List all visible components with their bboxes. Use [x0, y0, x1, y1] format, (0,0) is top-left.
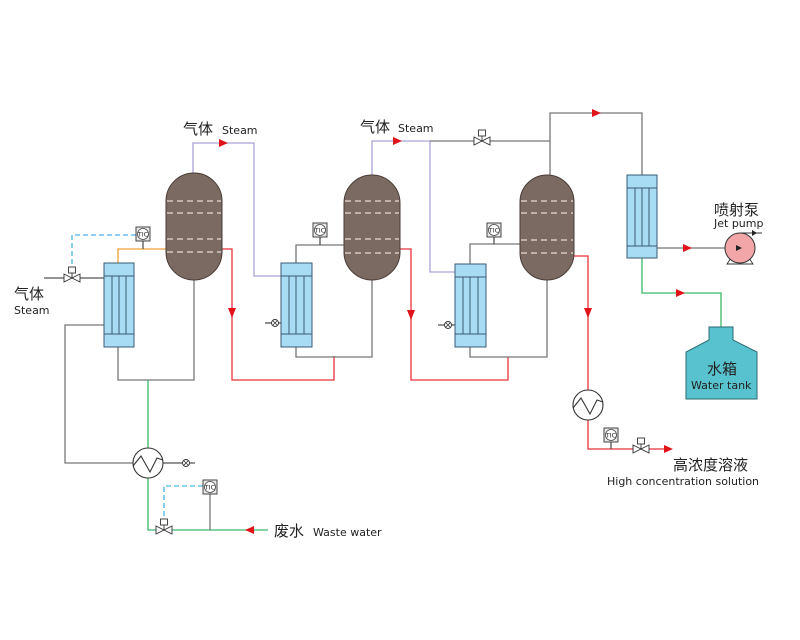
arrow-liquid-1	[228, 308, 236, 318]
waste-water-line	[147, 478, 268, 531]
liquid-line-1	[222, 248, 335, 381]
arrow-waste-water	[245, 526, 254, 534]
water-tank-label-en: Water tank	[691, 379, 752, 392]
arrow-liquid-3	[584, 308, 592, 318]
evaporator-1[interactable]	[165, 172, 223, 281]
jet-pump-label-en: Jet pump	[713, 217, 763, 230]
product-label-en: High concentration solution	[607, 475, 759, 488]
tic-label: TIC	[605, 431, 617, 439]
water-tank-label-cn: 水箱	[707, 360, 737, 378]
steam-outlet-1-label-en: Steam	[222, 124, 258, 137]
product-cooler-exchanger[interactable]	[572, 389, 604, 421]
arrow-water-tank	[676, 289, 685, 297]
process-lines	[44, 112, 740, 531]
hx3-tank3-line	[469, 243, 520, 264]
steam-inlet-label-cn: 气体	[14, 285, 44, 303]
evaporator-3[interactable]	[519, 174, 575, 281]
arrow-liquid-2	[407, 310, 415, 320]
tic-label: TIC	[204, 483, 216, 491]
heat-exchanger-2[interactable]	[280, 262, 313, 348]
drain-valve-icon[interactable]	[271, 319, 279, 327]
waste-water-label-cn: 废水	[274, 522, 304, 540]
hx3-tank3-return-line	[469, 280, 548, 358]
jet-pump[interactable]	[724, 230, 762, 265]
waste-water-label-en: Waste water	[313, 526, 382, 539]
control-valve-waste[interactable]	[155, 518, 173, 535]
control-valve-product[interactable]	[632, 437, 650, 454]
arrow-steam-1	[219, 139, 228, 147]
evaporator-2[interactable]	[343, 174, 401, 281]
steam-line-1	[192, 142, 281, 277]
steam-outlet-2-label-cn: 气体	[360, 118, 390, 136]
water-tank[interactable]	[685, 326, 758, 400]
arrow-vapour	[592, 109, 601, 117]
tic-label: TIC	[488, 226, 500, 234]
temperature-controller-2[interactable]: TIC	[312, 222, 328, 238]
drain-valve-icon[interactable]	[444, 321, 452, 329]
left-loop-line	[64, 324, 133, 464]
temperature-controller-1[interactable]: TIC	[135, 226, 151, 242]
liquid-line-2	[400, 248, 509, 381]
tic-label: TIC	[314, 226, 326, 234]
product-label-cn: 高浓度溶液	[673, 456, 748, 474]
arrow-pump-inlet	[683, 244, 692, 252]
condenser[interactable]	[626, 174, 658, 259]
product-line	[574, 255, 670, 450]
drain-valve-icon[interactable]	[182, 459, 190, 467]
signal-line-4	[163, 485, 203, 524]
temperature-controller-5[interactable]: TIC	[603, 427, 619, 443]
jet-pump-label-cn: 喷射泵	[714, 201, 759, 219]
signal-line-1	[71, 234, 138, 272]
vapour-line	[549, 112, 643, 175]
hx2-tank2-line	[295, 244, 344, 263]
flow-arrows	[219, 109, 692, 534]
hx1-tank1-return-line	[117, 280, 195, 381]
hx2-tank2-return-line	[295, 280, 373, 358]
tic-label: TIC	[137, 230, 149, 238]
arrow-steam-2	[393, 137, 402, 145]
heat-exchanger-1[interactable]	[103, 262, 135, 348]
heat-exchanger-3[interactable]	[454, 263, 487, 348]
steam-outlet-2-label-en: Steam	[398, 122, 434, 135]
preheater-exchanger[interactable]	[132, 447, 164, 479]
heat-line-1	[117, 248, 166, 263]
control-valve-steam[interactable]	[63, 266, 81, 283]
steam-inlet-label-en: Steam	[14, 304, 50, 317]
temperature-controller-4[interactable]: TIC	[202, 479, 218, 495]
arrow-product	[664, 445, 673, 453]
temperature-controller-3[interactable]: TIC	[486, 222, 502, 238]
control-valve-bypass[interactable]	[473, 129, 491, 146]
steam-outlet-1-label-cn: 气体	[183, 120, 213, 138]
